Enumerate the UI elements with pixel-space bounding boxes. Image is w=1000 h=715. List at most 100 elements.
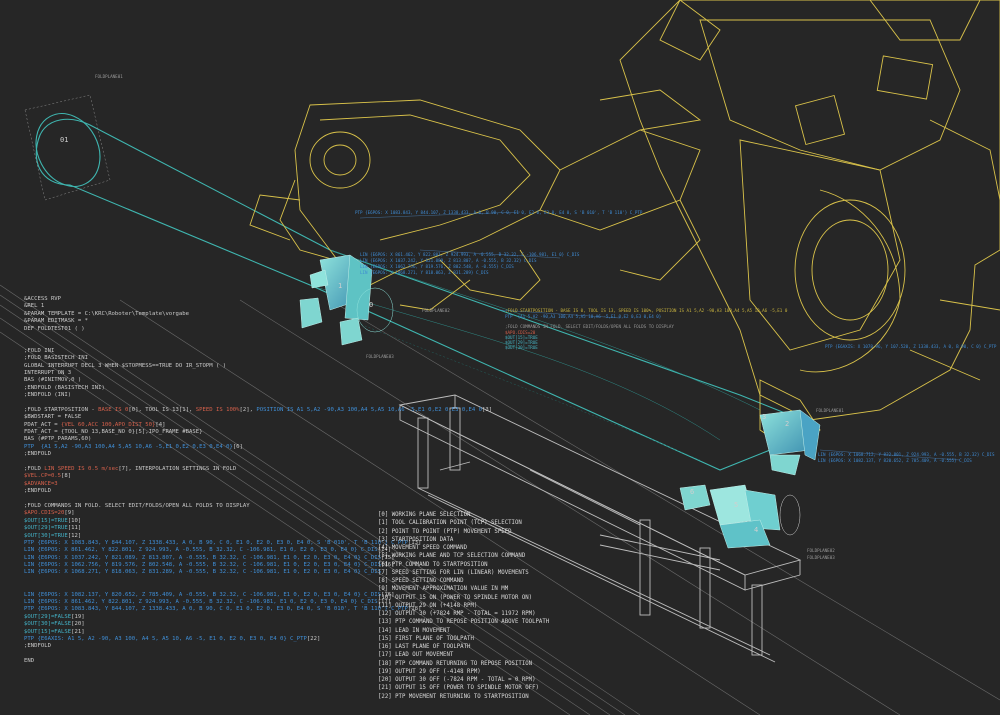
code-token: [11] xyxy=(67,525,82,532)
code-line: ;FOLD LIN SPEED IS 0.5 m/sec[7], INTERPO… xyxy=(24,466,384,473)
segment-label: 5 xyxy=(734,501,739,509)
code-token: $ADVANCE=3 xyxy=(24,480,58,487)
code-token: {VEL 60,ACC 100,APO_DIST 50} xyxy=(61,421,156,428)
code-token: [19] xyxy=(71,613,85,620)
segment-label: 4 xyxy=(754,526,759,534)
code-line: PTP {E6AXIS: A1 5, A2 -90, A3 100, A4 5,… xyxy=(24,636,384,643)
support-frame xyxy=(398,394,802,663)
code-line: INTERRUPT ON 3 xyxy=(24,369,72,376)
krl-program-listing: &ACCESS RVP&REL 1&PARAM TEMPLATE = C:\KR… xyxy=(24,296,492,666)
code-line: PTP {E6POS: X 1083.843, Y 844.107, Z 133… xyxy=(24,606,421,613)
code-line: PTP {E6POS: X 1083.843, Y 844.107, Z 133… xyxy=(24,540,421,547)
code-token: LIN {E6POS: X 1037.242, Y 821.089, Z 813… xyxy=(24,554,381,561)
lin-annotation: LIN {E6POS: X 861.462, Y 822.801, Z 924.… xyxy=(360,252,580,257)
code-token: $OUT[29]=FALSE xyxy=(24,613,72,620)
code-line: ;ENDFOLD xyxy=(24,488,51,495)
code-line: ;ENDFOLD (INI) xyxy=(24,392,72,399)
code-token: [0], TOOL IS 13[1], xyxy=(128,406,196,413)
code-token: [15] xyxy=(380,554,395,561)
lin-annotation: LIN {E6POS: X 1068.271, Y 818.063, Z 831… xyxy=(360,270,489,275)
code-line xyxy=(24,399,384,406)
segment-label: 6 xyxy=(690,488,695,496)
code-line xyxy=(24,459,384,466)
legend-item: [5] WORKING PLANE AND TCP SELECTION COMM… xyxy=(378,553,526,560)
code-line: FDAT_ACT = {TOOL_NO 13,BASE_NO 0}[5],IPO… xyxy=(24,429,203,436)
code-token: [4] xyxy=(155,421,166,428)
code-line: BAS (#PTP_PARAMS,60) xyxy=(24,436,92,443)
robot-arm xyxy=(249,0,1000,451)
legend-item: [18] PTP COMMAND RETURNING TO REPOSE POS… xyxy=(378,660,533,667)
code-token: ;FOLD xyxy=(24,465,45,472)
code-line xyxy=(24,577,384,584)
code-line: $OUT[15]=TRUE[10] xyxy=(24,518,384,525)
legend-item: [11] OUTPUT 29 ON (+4148 RPM) xyxy=(378,602,478,609)
code-token: PTP {E6AXIS: A1 5, A2 -90, A3 100, A4 5,… xyxy=(24,635,307,642)
code-token: PDAT_ACT = xyxy=(24,421,62,428)
ptp-annotation-right: PTP {E6AXIS: X 1078.96, Y 107.520, Z 133… xyxy=(825,344,997,349)
code-line: ;FOLD INI xyxy=(24,347,55,354)
code-token: $OUT[15]=FALSE xyxy=(24,628,72,635)
code-line: BAS (#INITMOV,0 ) xyxy=(24,377,82,384)
code-line: LIN {E6POS: X 1082.137, Y 820.652, Z 785… xyxy=(24,591,394,599)
segment-label: 2 xyxy=(785,420,790,428)
code-line: LIN {E6POS: X 1062.756, Y 819.576, Z 802… xyxy=(24,562,394,569)
code-line: &ACCESS RVP xyxy=(24,296,62,302)
code-token: [7], INTERPOLATION SETTINGS IN FOLD xyxy=(118,465,237,472)
code-token: LIN {E6POS: X 1068.271, Y 818.063, Z 831… xyxy=(24,569,381,576)
code-token: [17] xyxy=(377,599,392,606)
legend-item: [10] OUTPUT 15 ON (POWER TO SPINDLE MOTO… xyxy=(378,594,533,601)
code-line: GLOBAL INTERRUPT DECL 3 WHEN $STOPMESS==… xyxy=(24,362,227,369)
plane-label: FOLDPLANE02 xyxy=(422,308,450,313)
code-token: LIN SPEED IS 0.5 m/sec xyxy=(44,465,119,472)
code-token: LIN {E6POS: X 1082.137, Y 820.652, Z 785… xyxy=(24,591,381,598)
plane-label: FOLDPLANE03 xyxy=(807,555,835,560)
code-token: PTP {E6POS: X 1083.843, Y 844.107, Z 133… xyxy=(24,606,408,613)
code-line: ;FOLD COMMANDS IN FOLD. SELECT EDIT/FOLD… xyxy=(24,502,250,509)
code-line: LIN {E6POS: X 1037.242, Y 821.089, Z 813… xyxy=(24,554,394,562)
legend-item: [1] TOOL CALIBRATION POINT (TCP) SELECTI… xyxy=(378,520,522,527)
code-token: $APO.CDIS=20 xyxy=(24,510,65,517)
code-token: PTP {E6POS: X 1083.843, Y 844.107, Z 133… xyxy=(24,539,408,546)
code-line xyxy=(24,584,384,591)
code-line: LIN {E6POS: X 1068.271, Y 818.063, Z 831… xyxy=(24,569,384,576)
code-line: PDAT_ACT = {VEL 60,ACC 100,APO_DIST 50}[… xyxy=(24,422,384,429)
code-line: $OUT[30]=FALSE[20] xyxy=(24,621,384,628)
legend-item: [6] PTP COMMAND TO STARTPOSITION xyxy=(378,561,488,568)
legend-item: [13] PTP COMMAND TO REPOSE POSITION ABOV… xyxy=(378,619,550,626)
lin-annotation: LIN {E6POS: X 1062.756, Y 819.576, Z 802… xyxy=(360,264,514,269)
code-token: SPEED IS 100% xyxy=(195,406,240,413)
code-token: BASE IS 0 xyxy=(98,406,129,413)
plane-label: FOLDPLANE03 xyxy=(366,354,394,359)
tube-number-label: 01 xyxy=(60,136,69,144)
code-line: $OUT[15]=FALSE[21] xyxy=(24,629,384,636)
code-line: LIN {E6POS: X 861.462, Y 822.801, Z 924.… xyxy=(24,547,391,554)
code-token: LIN {E6POS: X 1062.756, Y 819.576, Z 802… xyxy=(24,562,381,569)
start-annotation: ;FOLD STARTPOSITION - BASE IS 0, TOOL IS… xyxy=(505,308,788,313)
code-line: $OUT[30]=TRUE[12] xyxy=(24,533,384,540)
legend-item: [3] STARTPOSITION DATA xyxy=(378,536,454,543)
legend-item: [15] FIRST PLANE OF TOOLPATH xyxy=(378,635,474,642)
code-token: [16] xyxy=(380,591,395,598)
segment-label: 3 xyxy=(762,413,767,421)
commands-out: $OUT[29]=TRUE xyxy=(505,340,538,345)
code-line: $APO.CDIS=20[9] xyxy=(24,510,384,517)
code-line xyxy=(24,651,384,658)
legend-item: [2] POINT TO POINT (PTP) MOVEMENT SPEED xyxy=(378,528,512,535)
legend-item: [17] LEAD OUT MOVEMENT xyxy=(378,652,454,659)
code-token: LIN {E6POS: X 861.462, Y 822.801, Z 924.… xyxy=(24,599,378,606)
code-token: $OUT[30]=TRUE xyxy=(24,532,68,539)
code-token: [3] xyxy=(482,406,493,413)
code-token: ;FOLD STARTPOSITION - xyxy=(24,406,99,413)
lin-annotation: LIN {E6POS: X 1037.242, Y 821.089, Z 813… xyxy=(360,258,537,263)
code-line: $BWDSTART = FALSE xyxy=(24,414,82,421)
code-line: $ADVANCE=3 xyxy=(24,481,384,488)
code-token: [13] xyxy=(407,539,422,546)
code-token: $VEL.CP=0.5 xyxy=(24,473,62,480)
cut-segments-left xyxy=(299,254,394,346)
code-line: ;FOLD BASISTECH INI xyxy=(24,355,88,362)
code-line: &PARAM EDITMASK = * xyxy=(24,318,88,325)
legend-item: [20] OUTPUT 30 OFF (-7824 RPM - TOTAL = … xyxy=(378,677,536,683)
plane-label: FOLDPLANE01 xyxy=(95,74,123,79)
